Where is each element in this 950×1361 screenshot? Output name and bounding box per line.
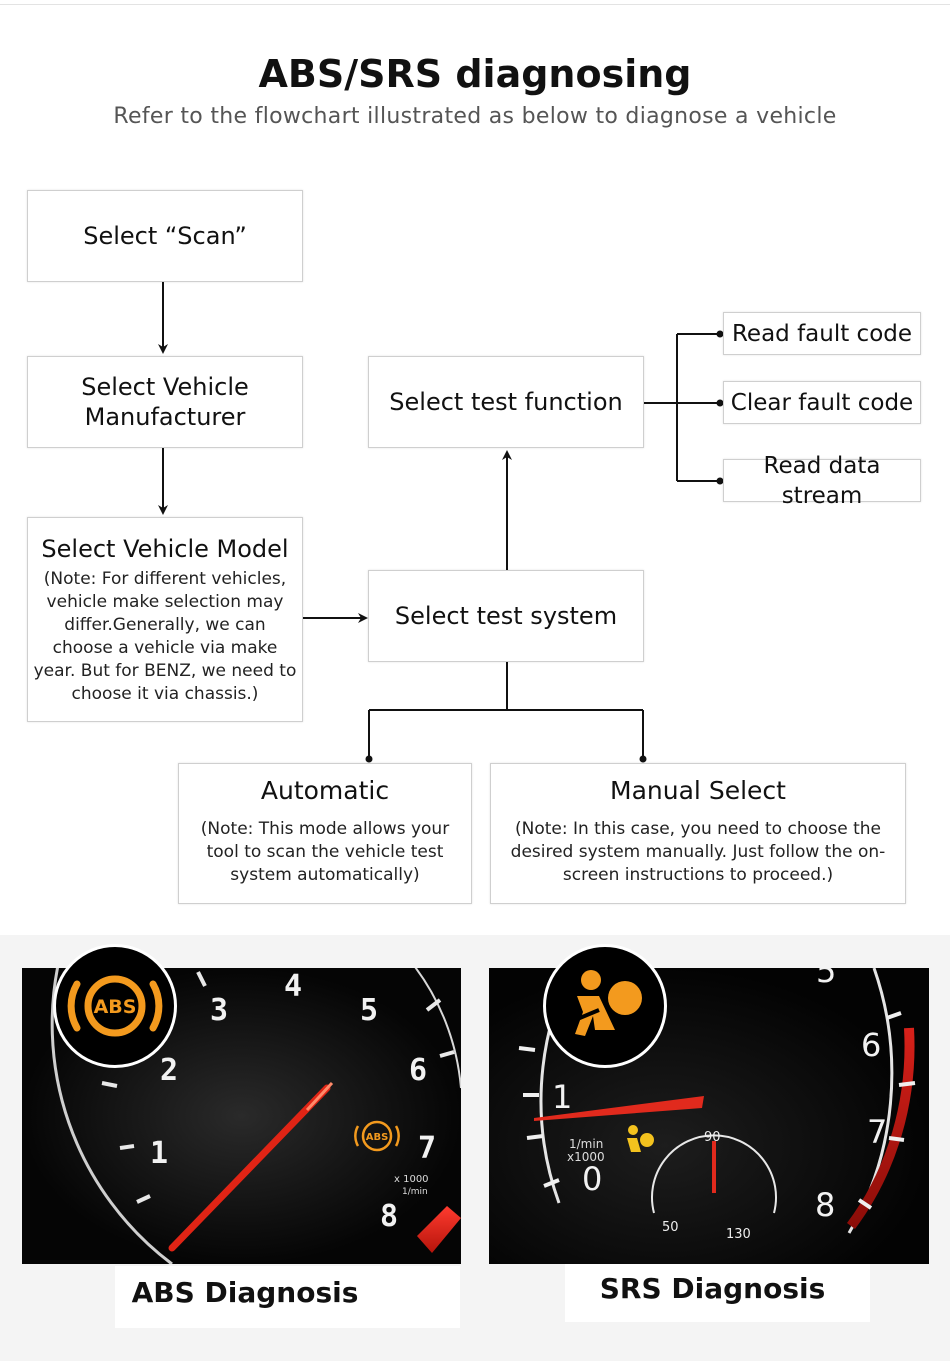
abs-needle — [168, 1084, 331, 1252]
manual-select-label: Manual Select — [610, 776, 786, 805]
step-select-test-system: Select test system — [368, 570, 644, 662]
srs-num-0: 0 — [582, 1160, 602, 1198]
abs-num-6: 6 — [409, 1053, 427, 1088]
srs-caption: SRS Diagnosis — [599, 1272, 826, 1305]
srs-needle — [534, 1096, 704, 1121]
step-manufacturer-line1: Select Vehicle — [81, 373, 249, 401]
abs-num-8: 8 — [380, 1199, 398, 1234]
srs-num-7: 7 — [867, 1113, 887, 1151]
srs-num-1: 1 — [552, 1078, 572, 1116]
srs-caption-box — [565, 1264, 870, 1322]
flowchart-connectors — [158, 282, 724, 763]
mode-automatic: Automatic (Note: This mode allows your t… — [178, 763, 472, 904]
manual-note: (Note: In this case, you need to choose … — [510, 819, 886, 885]
step-test-system-label: Select test system — [394, 602, 618, 630]
abs-badge: ABS — [53, 944, 177, 1068]
step-model-note: (Note: For different vehicles, vehicle m… — [33, 568, 297, 704]
step-select-scan-label: Select “Scan” — [83, 222, 247, 250]
srs-temp-50: 50 — [662, 1220, 679, 1235]
srs-temp-90: 90 — [704, 1130, 721, 1145]
srs-unit-line2: x1000 — [567, 1150, 605, 1164]
automatic-label: Automatic — [260, 776, 390, 805]
srs-temp-130: 130 — [726, 1227, 751, 1242]
srs-airbag-lamp — [627, 1125, 654, 1152]
abs-warning-lamp: ABS — [354, 1120, 400, 1152]
step-select-manufacturer: Select Vehicle Manufacturer — [27, 356, 303, 448]
option-read-data-stream: Read data stream — [723, 453, 921, 509]
abs-num-5: 5 — [360, 993, 378, 1028]
read-data-stream-label: Read data stream — [763, 452, 881, 509]
step-model-label: Select Vehicle Model — [41, 534, 289, 563]
abs-num-3: 3 — [210, 993, 228, 1028]
option-clear-fault-code: Clear fault code — [723, 381, 921, 424]
step-manufacturer-line2: Manufacturer — [84, 403, 246, 431]
abs-num-2: 2 — [160, 1053, 178, 1088]
clear-fault-code-label: Clear fault code — [730, 389, 914, 416]
abs-badge-icon: ABS — [67, 975, 163, 1037]
abs-caption: ABS Diagnosis — [131, 1276, 359, 1309]
abs-badge-text: ABS — [94, 996, 137, 1018]
abs-num-1: 1 — [150, 1136, 168, 1171]
abs-caption-box — [115, 1266, 460, 1328]
step-select-scan: Select “Scan” — [27, 190, 303, 282]
srs-num-5: 5 — [816, 968, 836, 990]
page-title: ABS/SRS diagnosing — [258, 52, 692, 96]
page-subtitle: Refer to the flowchart illustrated as be… — [113, 104, 837, 129]
step-select-test-function: Select test function — [368, 356, 644, 448]
step-test-function-label: Select test function — [389, 388, 623, 416]
mode-manual-select: Manual Select (Note: In this case, you n… — [490, 763, 906, 904]
top-divider — [0, 4, 950, 5]
srs-badge — [543, 944, 667, 1068]
option-read-fault-code: Read fault code — [723, 312, 921, 355]
abs-num-7: 7 — [418, 1131, 436, 1166]
read-fault-code-label: Read fault code — [731, 320, 913, 347]
abs-warning-lamp-text: ABS — [366, 1132, 389, 1143]
automatic-note: (Note: This mode allows your tool to sca… — [200, 819, 450, 885]
step-select-model: Select Vehicle Model (Note: For differen… — [27, 517, 303, 722]
airbag-icon — [574, 970, 642, 1036]
abs-unit-line1: x 1000 — [394, 1174, 429, 1185]
abs-unit-line2: 1/min — [402, 1187, 428, 1197]
srs-temp-gauge: 50 90 130 — [651, 1130, 777, 1242]
srs-unit-line1: 1/min — [569, 1137, 603, 1151]
srs-num-8: 8 — [815, 1186, 835, 1224]
abs-num-4: 4 — [284, 969, 302, 1004]
srs-num-6: 6 — [861, 1026, 881, 1064]
